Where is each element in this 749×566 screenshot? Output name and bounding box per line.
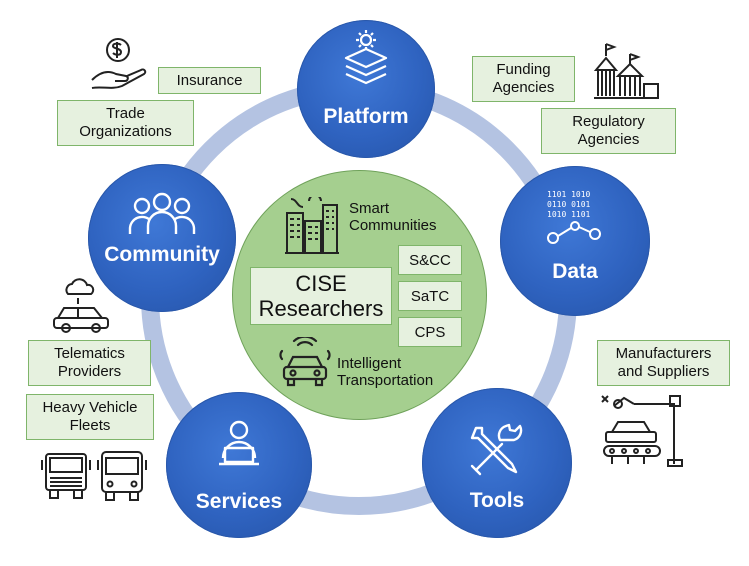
people-group-icon [128, 192, 196, 234]
platform-node: Platform [297, 20, 435, 158]
platform-label: Platform [323, 105, 409, 128]
data-label: Data [552, 260, 598, 283]
community-label: Community [104, 243, 220, 266]
telematics-providers-box: Telematics Providers [28, 340, 151, 386]
funding-agencies-label: Funding Agencies [492, 61, 555, 96]
intelligent-transportation-label: Intelligent Transportation [337, 355, 434, 389]
city-buildings-icon [285, 197, 339, 254]
manufacturers-suppliers-box: Manufacturers and Suppliers [597, 340, 730, 386]
telematics-providers-label: Telematics Providers [54, 345, 125, 380]
trade-organizations-label: Trade Organizations [79, 105, 172, 140]
program-box-satc: SaTC [398, 281, 462, 311]
funding-agencies-box: Funding Agencies [472, 56, 575, 102]
svg-text:1101 1010: 1101 1010 [547, 190, 591, 199]
svg-text:1010 1101: 1010 1101 [547, 210, 591, 219]
program-box-scc: S&CC [398, 245, 462, 275]
user-laptop-icon [219, 420, 259, 466]
insurance-box: Insurance [158, 67, 261, 94]
data-node: 1101 1010 0110 0101 1010 1101 Data [500, 166, 650, 316]
services-node: Services [166, 392, 312, 538]
program-box-cps: CPS [398, 317, 462, 347]
smart-communities-label: Smart Communities [349, 200, 437, 234]
layers-gear-icon [344, 30, 388, 85]
tools-node: Tools [422, 388, 572, 538]
insurance-label: Insurance [176, 71, 243, 89]
manufacturers-suppliers-label: Manufacturers and Suppliers [615, 345, 712, 380]
cise-researchers-box: CISE Researchers [250, 267, 392, 325]
robot-arm-car-icon [601, 395, 683, 467]
program-label: CPS [414, 323, 446, 341]
trade-organizations-box: Trade Organizations [57, 100, 194, 146]
tools-icon [470, 423, 523, 476]
heavy-vehicle-fleets-box: Heavy Vehicle Fleets [26, 394, 154, 440]
heavy-vehicle-fleets-label: Heavy Vehicle Fleets [42, 399, 138, 434]
connected-car-icon [279, 337, 331, 387]
car-cloud-icon [53, 278, 109, 333]
community-node: Community [88, 164, 236, 312]
tools-label: Tools [469, 489, 525, 512]
government-building-icon [593, 43, 659, 99]
money-hand-icon [91, 38, 147, 89]
regulatory-agencies-box: Regulatory Agencies [541, 108, 676, 154]
services-label: Services [195, 490, 283, 513]
truck-bus-icon [41, 451, 147, 501]
svg-text:0110 0101: 0110 0101 [547, 200, 591, 209]
program-label: S&CC [409, 251, 451, 269]
cise-researchers-label: CISE Researchers [258, 271, 384, 321]
program-label: SaTC [410, 287, 450, 305]
regulatory-agencies-label: Regulatory Agencies [572, 113, 645, 148]
binary-data-icon: 1101 1010 0110 0101 1010 1101 [547, 190, 601, 244]
